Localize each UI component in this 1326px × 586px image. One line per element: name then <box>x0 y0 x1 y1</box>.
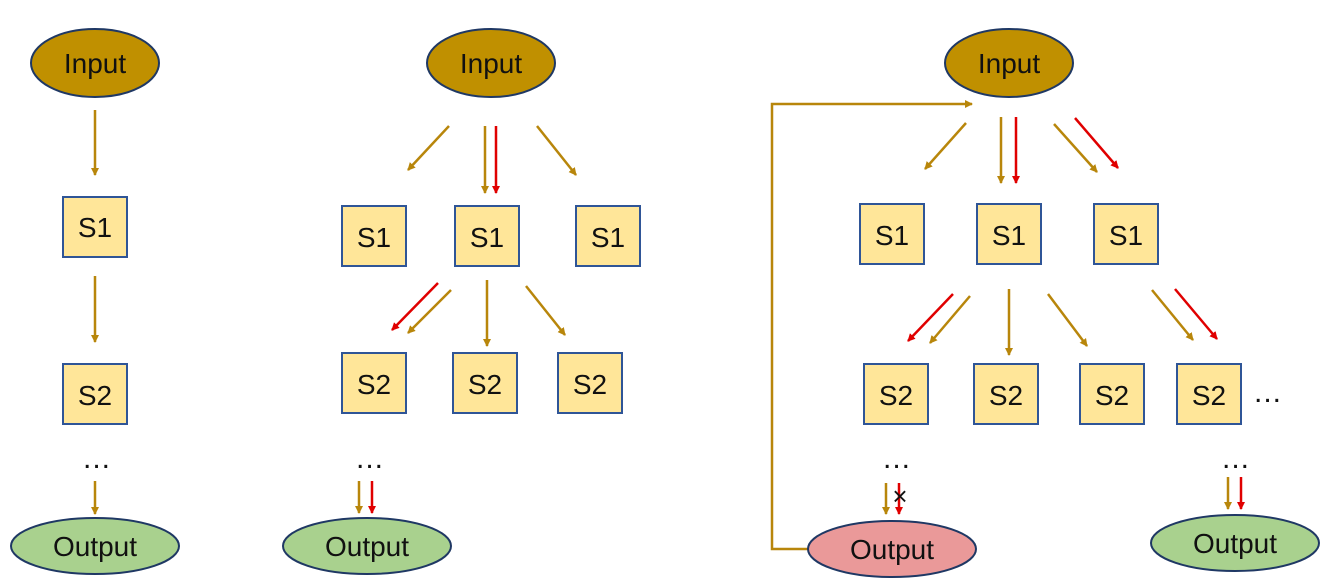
output-label: Output <box>325 531 409 562</box>
panel-tree-search-with-feedback: Input S1 S1 S1 S2 S2 S2 S2 ... ... ... <box>770 28 1320 578</box>
arrow <box>929 295 971 344</box>
arrow <box>1151 289 1194 341</box>
ellipsis: ... <box>1254 376 1282 409</box>
s2-label: S2 <box>468 369 502 400</box>
s2-node <box>1079 363 1145 425</box>
red-arrow <box>391 282 439 331</box>
ellipsis: ... <box>1222 442 1250 475</box>
s1-label: S1 <box>875 220 909 251</box>
output-label: Output <box>53 531 137 562</box>
red-arrow <box>907 293 954 342</box>
s2-node <box>1176 363 1242 425</box>
panel-chain: Input S1 S2 ... Output <box>10 28 180 575</box>
red-arrow <box>1174 288 1218 340</box>
arrow <box>407 289 452 334</box>
arrow <box>1047 293 1088 347</box>
output-node <box>282 517 452 575</box>
s1-node <box>454 205 520 267</box>
output-label: Output <box>850 534 934 565</box>
s2-node <box>863 363 929 425</box>
ellipsis: ... <box>356 442 384 475</box>
s2-label: S2 <box>573 369 607 400</box>
s2-node <box>973 363 1039 425</box>
s2-node <box>62 363 128 425</box>
ellipsis: ... <box>83 442 111 475</box>
s1-node <box>859 203 925 265</box>
s2-label: S2 <box>1192 380 1226 411</box>
s2-label: S2 <box>78 380 112 411</box>
input-node <box>426 28 556 98</box>
s1-node <box>1093 203 1159 265</box>
input-label: Input <box>460 48 522 79</box>
s2-label: S2 <box>357 369 391 400</box>
output-node <box>10 517 180 575</box>
s1-label: S1 <box>357 222 391 253</box>
s2-label: S2 <box>989 380 1023 411</box>
ellipsis: ... <box>883 442 911 475</box>
arrow <box>525 285 566 336</box>
s1-label: S1 <box>470 222 504 253</box>
failed-output-node <box>807 520 977 578</box>
input-node <box>944 28 1074 98</box>
s1-node <box>575 205 641 267</box>
s2-node <box>341 352 407 414</box>
s2-node <box>557 352 623 414</box>
output-node <box>1150 514 1320 572</box>
output-label: Output <box>1193 528 1277 559</box>
arrow <box>407 125 450 171</box>
input-label: Input <box>978 48 1040 79</box>
s1-node <box>341 205 407 267</box>
red-arrow <box>1074 117 1119 169</box>
s1-node <box>976 203 1042 265</box>
s1-label: S1 <box>1109 220 1143 251</box>
s1-label: S1 <box>591 222 625 253</box>
rejected-cross: × <box>892 481 907 511</box>
arrow <box>924 122 967 170</box>
s2-label: S2 <box>879 380 913 411</box>
s1-label: S1 <box>992 220 1026 251</box>
s1-node <box>62 196 128 258</box>
arrow <box>536 125 577 176</box>
s2-label: S2 <box>1095 380 1129 411</box>
input-node <box>30 28 160 98</box>
s2-node <box>452 352 518 414</box>
panel-tree-search: Input S1 S1 S1 S2 S2 S2 ... Output <box>282 28 641 575</box>
s1-label: S1 <box>78 212 112 243</box>
input-label: Input <box>64 48 126 79</box>
feedback-loop-arrow <box>770 100 973 551</box>
arrow <box>1053 123 1098 173</box>
